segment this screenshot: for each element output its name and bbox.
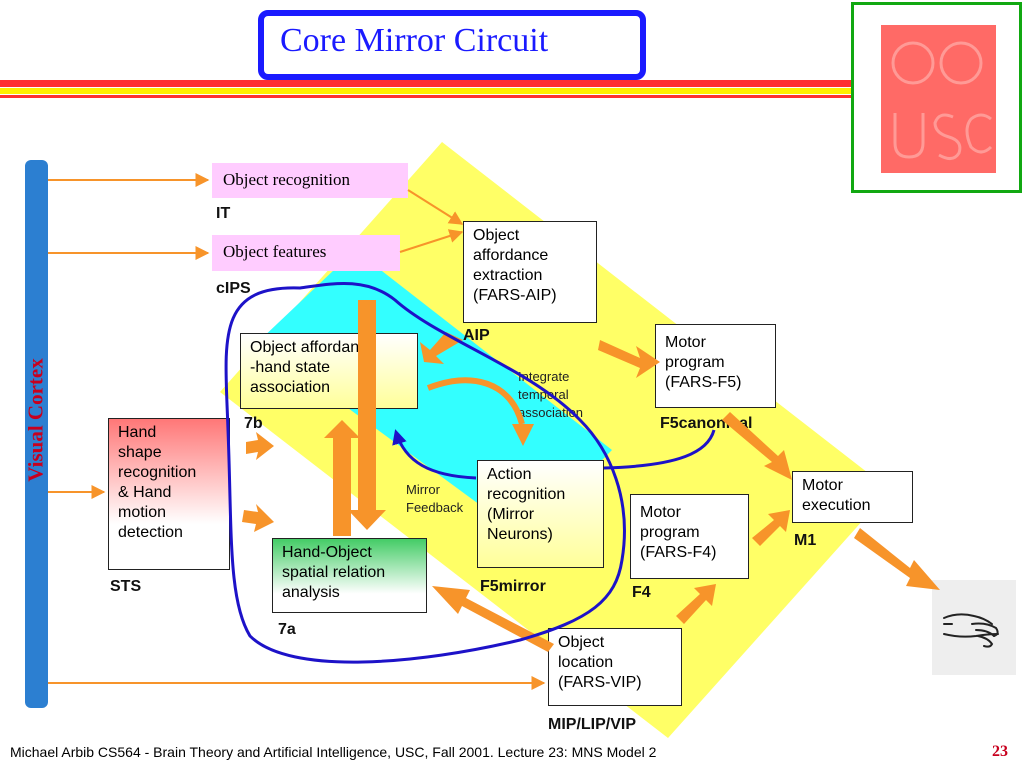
page-title: Core Mirror Circuit <box>280 22 549 59</box>
object-recognition-text: Object recognition <box>223 170 350 189</box>
region-label-7b: 7b <box>244 415 263 432</box>
title-frame <box>258 10 646 80</box>
motor-program-f5-line: Motor <box>665 334 706 351</box>
hand-shape-line: shape <box>118 444 162 461</box>
hand-object-spatial-line: analysis <box>282 584 340 601</box>
hand-shape-line: & Hand <box>118 484 172 501</box>
motor-execution-box: Motor execution <box>792 471 913 523</box>
object-location-line: Object <box>558 634 605 651</box>
mirror-feedback-annotation: Mirror Feedback <box>406 481 463 517</box>
object-location-line: (FARS-VIP) <box>558 674 642 691</box>
title-rule-yellow <box>0 88 852 94</box>
title-rule-red-thin <box>0 95 852 98</box>
region-label-sts: STS <box>110 578 142 595</box>
hand-grasp-panel <box>932 580 1016 675</box>
affordance-hand-state-line: association <box>250 379 331 396</box>
integrate-annotation: Integrate temporal association <box>518 368 583 422</box>
hand-object-spatial-line: Hand-Object <box>282 544 372 561</box>
mirror-feedback-line: Mirror <box>406 482 440 497</box>
region-label-f5mirror: F5mirror <box>480 578 546 595</box>
visual-cortex-text: Visual Cortex <box>23 358 48 482</box>
affordance-hand-state-box: Object affordance -hand state associatio… <box>240 333 418 409</box>
region-label-cips: cIPS <box>216 280 251 297</box>
object-features-box: Object features <box>212 235 400 271</box>
motor-program-f4-line: program <box>640 524 700 541</box>
motor-execution-line: execution <box>802 497 871 514</box>
hand-shape-line: motion <box>118 504 167 521</box>
motor-program-f4-line: Motor <box>640 504 681 521</box>
object-location-line: location <box>558 654 614 671</box>
integrate-line: Integrate <box>518 369 570 384</box>
affordance-extraction-line: Object <box>473 227 520 244</box>
affordance-extraction-line: extraction <box>473 267 543 284</box>
hand-shape-box: Hand shape recognition & Hand motion det… <box>108 418 230 570</box>
action-recognition-box: Action recognition (Mirror Neurons) <box>477 460 604 568</box>
page-number: 23 <box>992 743 1008 760</box>
motor-program-f4-line: (FARS-F4) <box>640 544 717 561</box>
affordance-extraction-box: Object affordance extraction (FARS-AIP) <box>463 221 597 323</box>
visual-cortex-bar <box>25 160 48 708</box>
hand-shape-line: Hand <box>118 424 157 441</box>
slide-footer: Michael Arbib CS564 - Brain Theory and A… <box>10 744 657 760</box>
mirror-feedback-line: Feedback <box>406 500 464 515</box>
hand-object-spatial-box: Hand-Object spatial relation analysis <box>272 538 427 613</box>
action-recognition-line: (Mirror <box>487 506 535 523</box>
integrate-line: temporal <box>518 387 569 402</box>
motor-program-f4-box: Motor program (FARS-F4) <box>630 494 749 579</box>
object-recognition-box: Object recognition <box>212 163 408 198</box>
region-label-it: IT <box>216 205 231 222</box>
motor-program-f5-box: Motor program (FARS-F5) <box>655 324 776 408</box>
region-label-7a: 7a <box>278 621 296 638</box>
usc-logo <box>881 25 996 173</box>
title-rule-red <box>0 80 852 87</box>
region-label-f5canonical: F5canonical <box>660 415 753 432</box>
region-label-f4: F4 <box>632 584 651 601</box>
action-recognition-line: Action <box>487 466 532 483</box>
object-location-box: Object location (FARS-VIP) <box>548 628 682 706</box>
hand-grasp-icon <box>943 613 999 648</box>
affordance-extraction-line: (FARS-AIP) <box>473 287 557 304</box>
integrate-line: association <box>518 405 584 420</box>
region-label-mip-lip-vip: MIP/LIP/VIP <box>548 716 637 733</box>
action-recognition-line: recognition <box>487 486 566 503</box>
affordance-hand-state-line: -hand state <box>250 359 331 376</box>
hand-object-spatial-line: spatial relation <box>282 564 386 581</box>
motor-program-f5-line: program <box>665 354 725 371</box>
usc-logo-emblem <box>891 41 993 160</box>
region-label-m1: M1 <box>794 532 817 549</box>
affordance-extraction-line: affordance <box>473 247 549 264</box>
motor-program-f5-line: (FARS-F5) <box>665 374 742 391</box>
affordance-hand-state-line: Object affordance <box>250 339 377 356</box>
hand-shape-line: recognition <box>118 464 197 481</box>
object-features-text: Object features <box>223 242 327 261</box>
hand-shape-line: detection <box>118 524 183 541</box>
region-label-aip: AIP <box>463 327 490 344</box>
motor-execution-line: Motor <box>802 477 843 494</box>
action-recognition-line: Neurons) <box>487 526 553 543</box>
